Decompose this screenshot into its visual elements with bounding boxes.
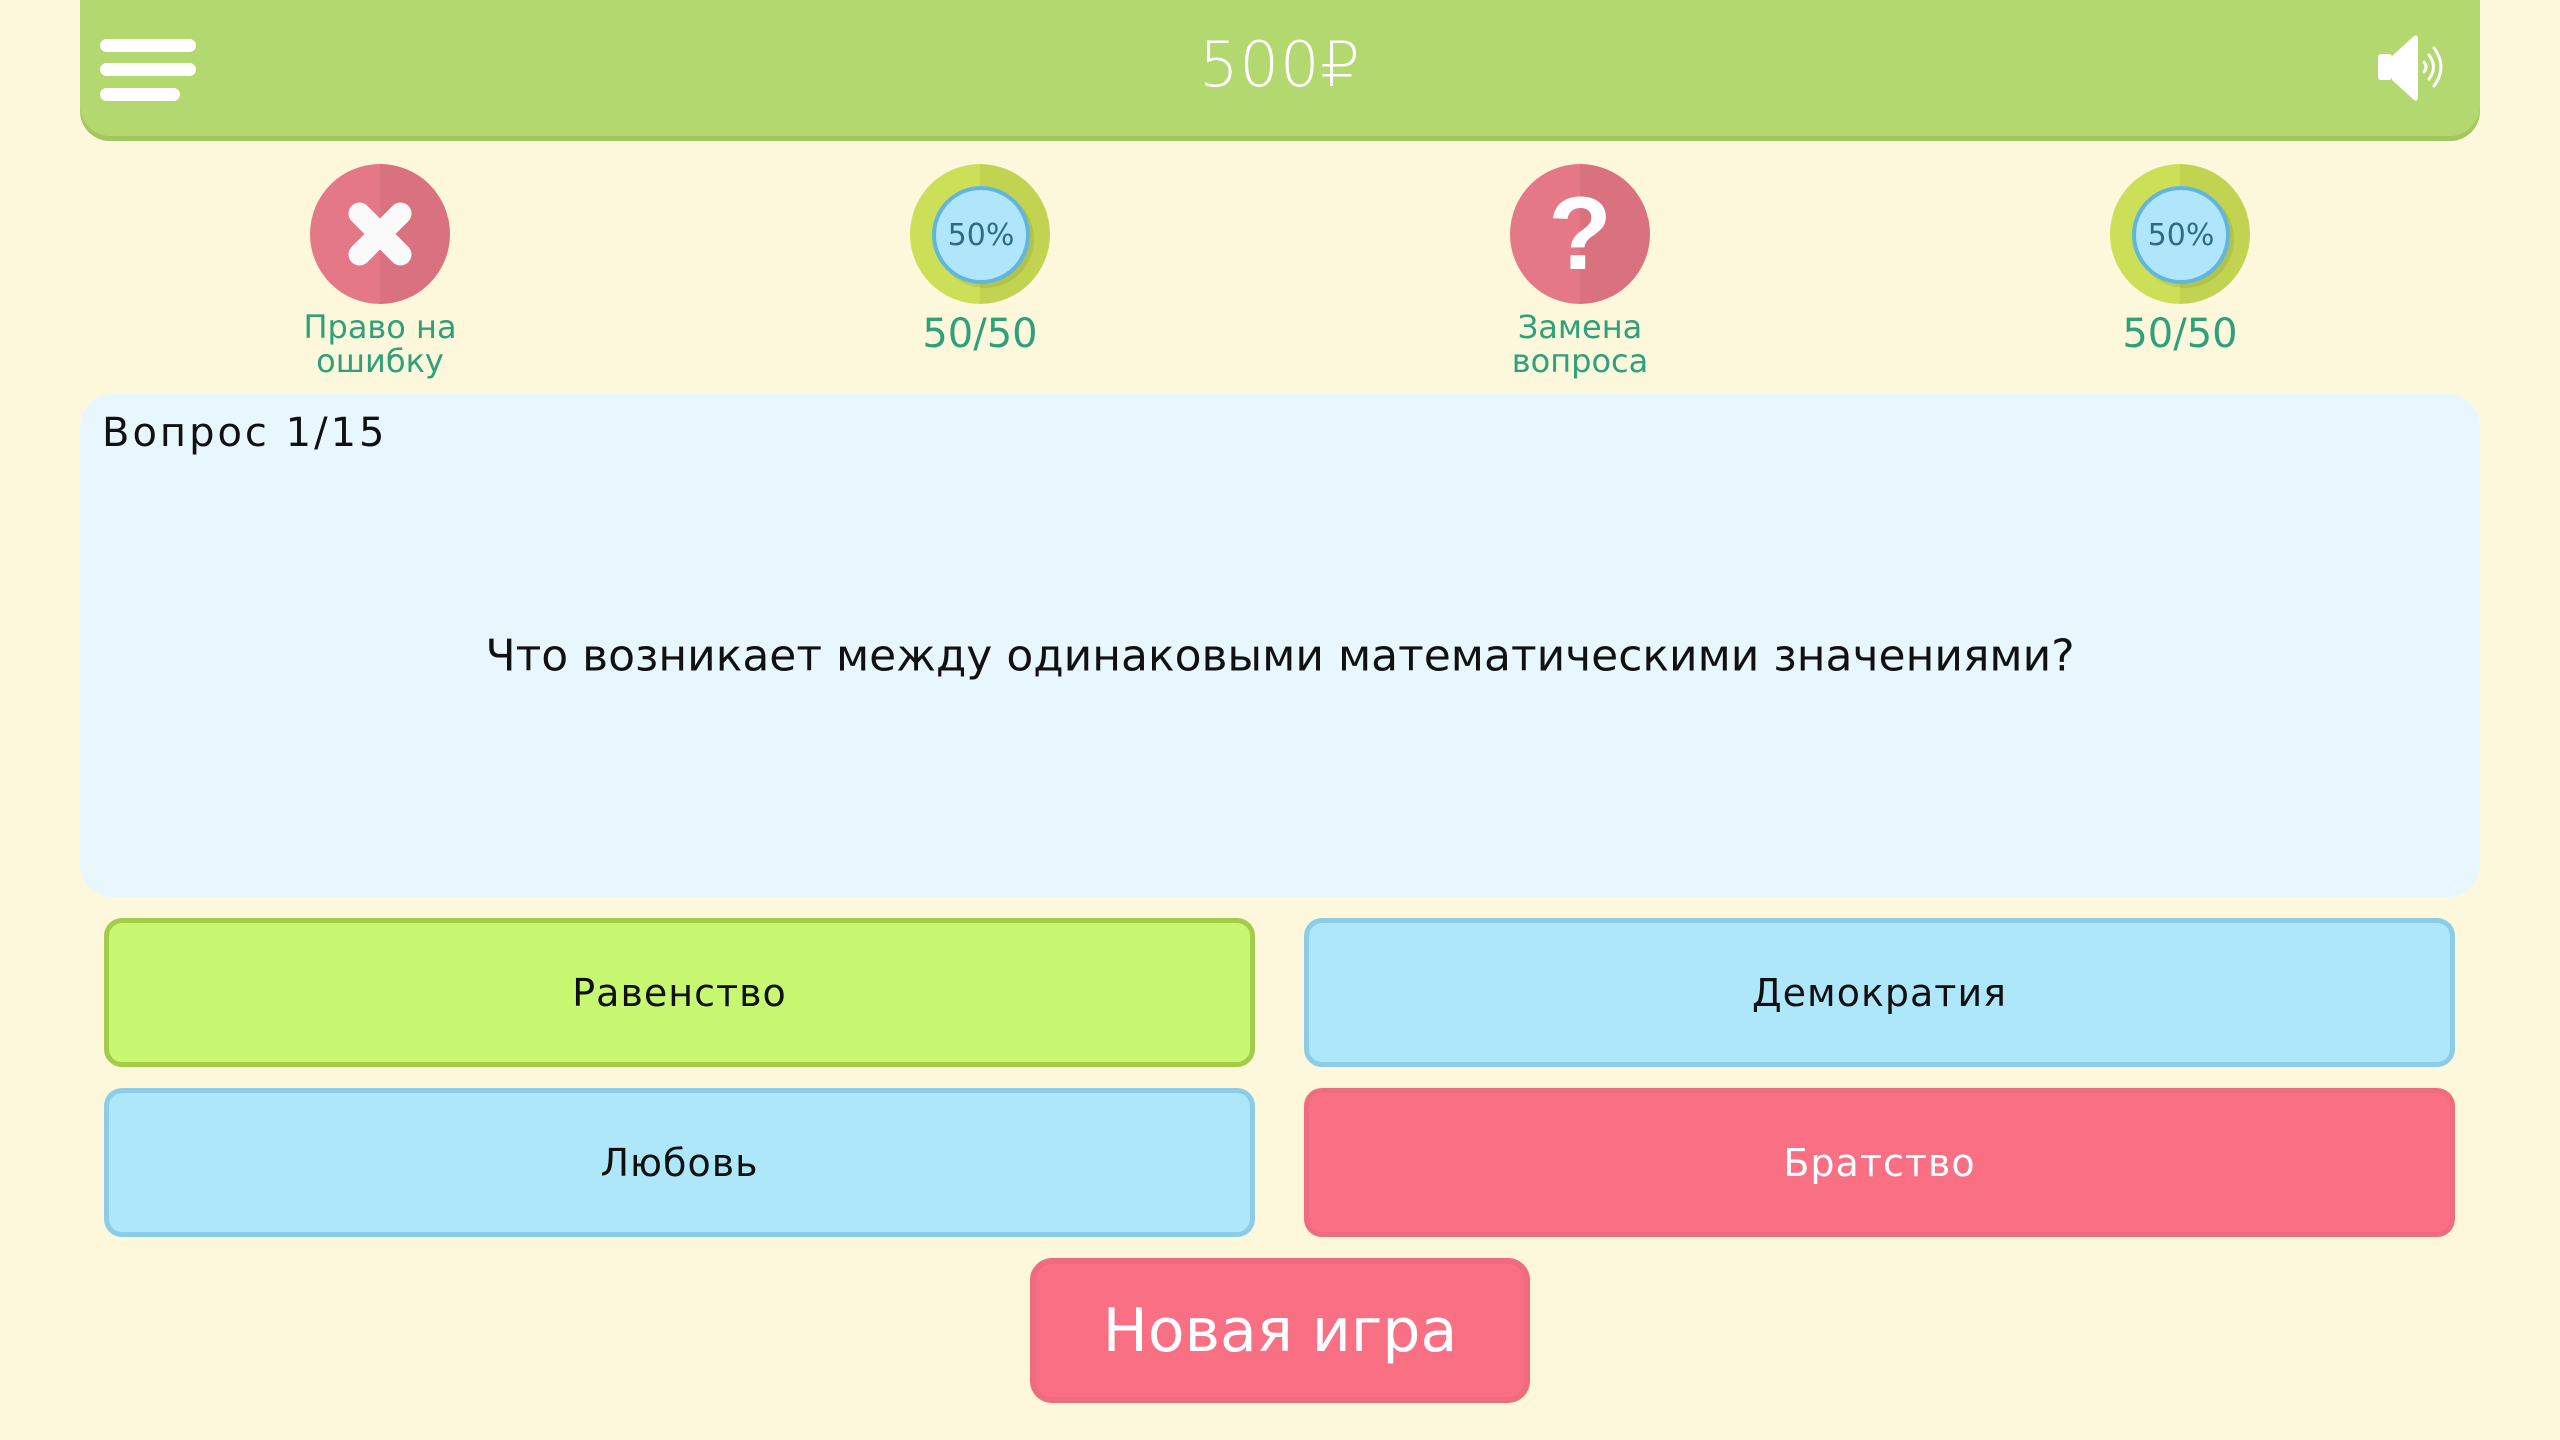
answer-button-3[interactable]: Любовь	[104, 1088, 1255, 1237]
lifeline-label: Замена вопроса	[1511, 308, 1649, 380]
lifeline-label: Право на ошибку	[303, 308, 457, 380]
menu-bar	[100, 39, 196, 52]
answer-label: Любовь	[600, 1140, 759, 1185]
question-panel: Вопрос 1/15 Что возникает между одинаков…	[80, 394, 2480, 897]
question-text: Что возникает между одинаковыми математи…	[485, 630, 2075, 682]
prize-balance: 500₽	[1199, 28, 1361, 101]
lifeline-replace-question[interactable]: ? Замена вопроса	[1450, 164, 1710, 378]
top-bar: 500₽	[80, 0, 2480, 136]
fifty-percent-icon: 50%	[910, 164, 1050, 304]
answer-label: Демократия	[1751, 970, 2008, 1015]
fifty-percent-badge: 50%	[2132, 186, 2230, 284]
lifeline-right-to-error[interactable]: Право на ошибку	[250, 164, 510, 378]
new-game-label: Новая игра	[1102, 1295, 1458, 1366]
lifeline-fifty-fifty-1[interactable]: 50% 50/50	[850, 164, 1110, 356]
answer-label: Братство	[1783, 1140, 1976, 1185]
lifeline-label: 50/50	[922, 311, 1038, 357]
hamburger-menu-icon[interactable]	[100, 39, 196, 101]
speaker-volume-icon[interactable]	[2378, 34, 2450, 104]
lifeline-fifty-fifty-2[interactable]: 50% 50/50	[2050, 164, 2310, 356]
answer-label: Равенство	[572, 970, 787, 1015]
answer-button-1[interactable]: Равенство	[104, 918, 1255, 1067]
fifty-percent-icon: 50%	[2110, 164, 2250, 304]
x-mark-icon	[310, 164, 450, 304]
fifty-percent-badge: 50%	[932, 186, 1030, 284]
menu-bar	[100, 63, 196, 76]
lifeline-label: 50/50	[2122, 311, 2238, 357]
new-game-button[interactable]: Новая игра	[1030, 1258, 1530, 1403]
menu-bar	[100, 88, 180, 101]
answer-button-4[interactable]: Братство	[1304, 1088, 2455, 1237]
question-mark-icon: ?	[1510, 164, 1650, 304]
answer-button-2[interactable]: Демократия	[1304, 918, 2455, 1067]
question-counter: Вопрос 1/15	[102, 410, 388, 456]
